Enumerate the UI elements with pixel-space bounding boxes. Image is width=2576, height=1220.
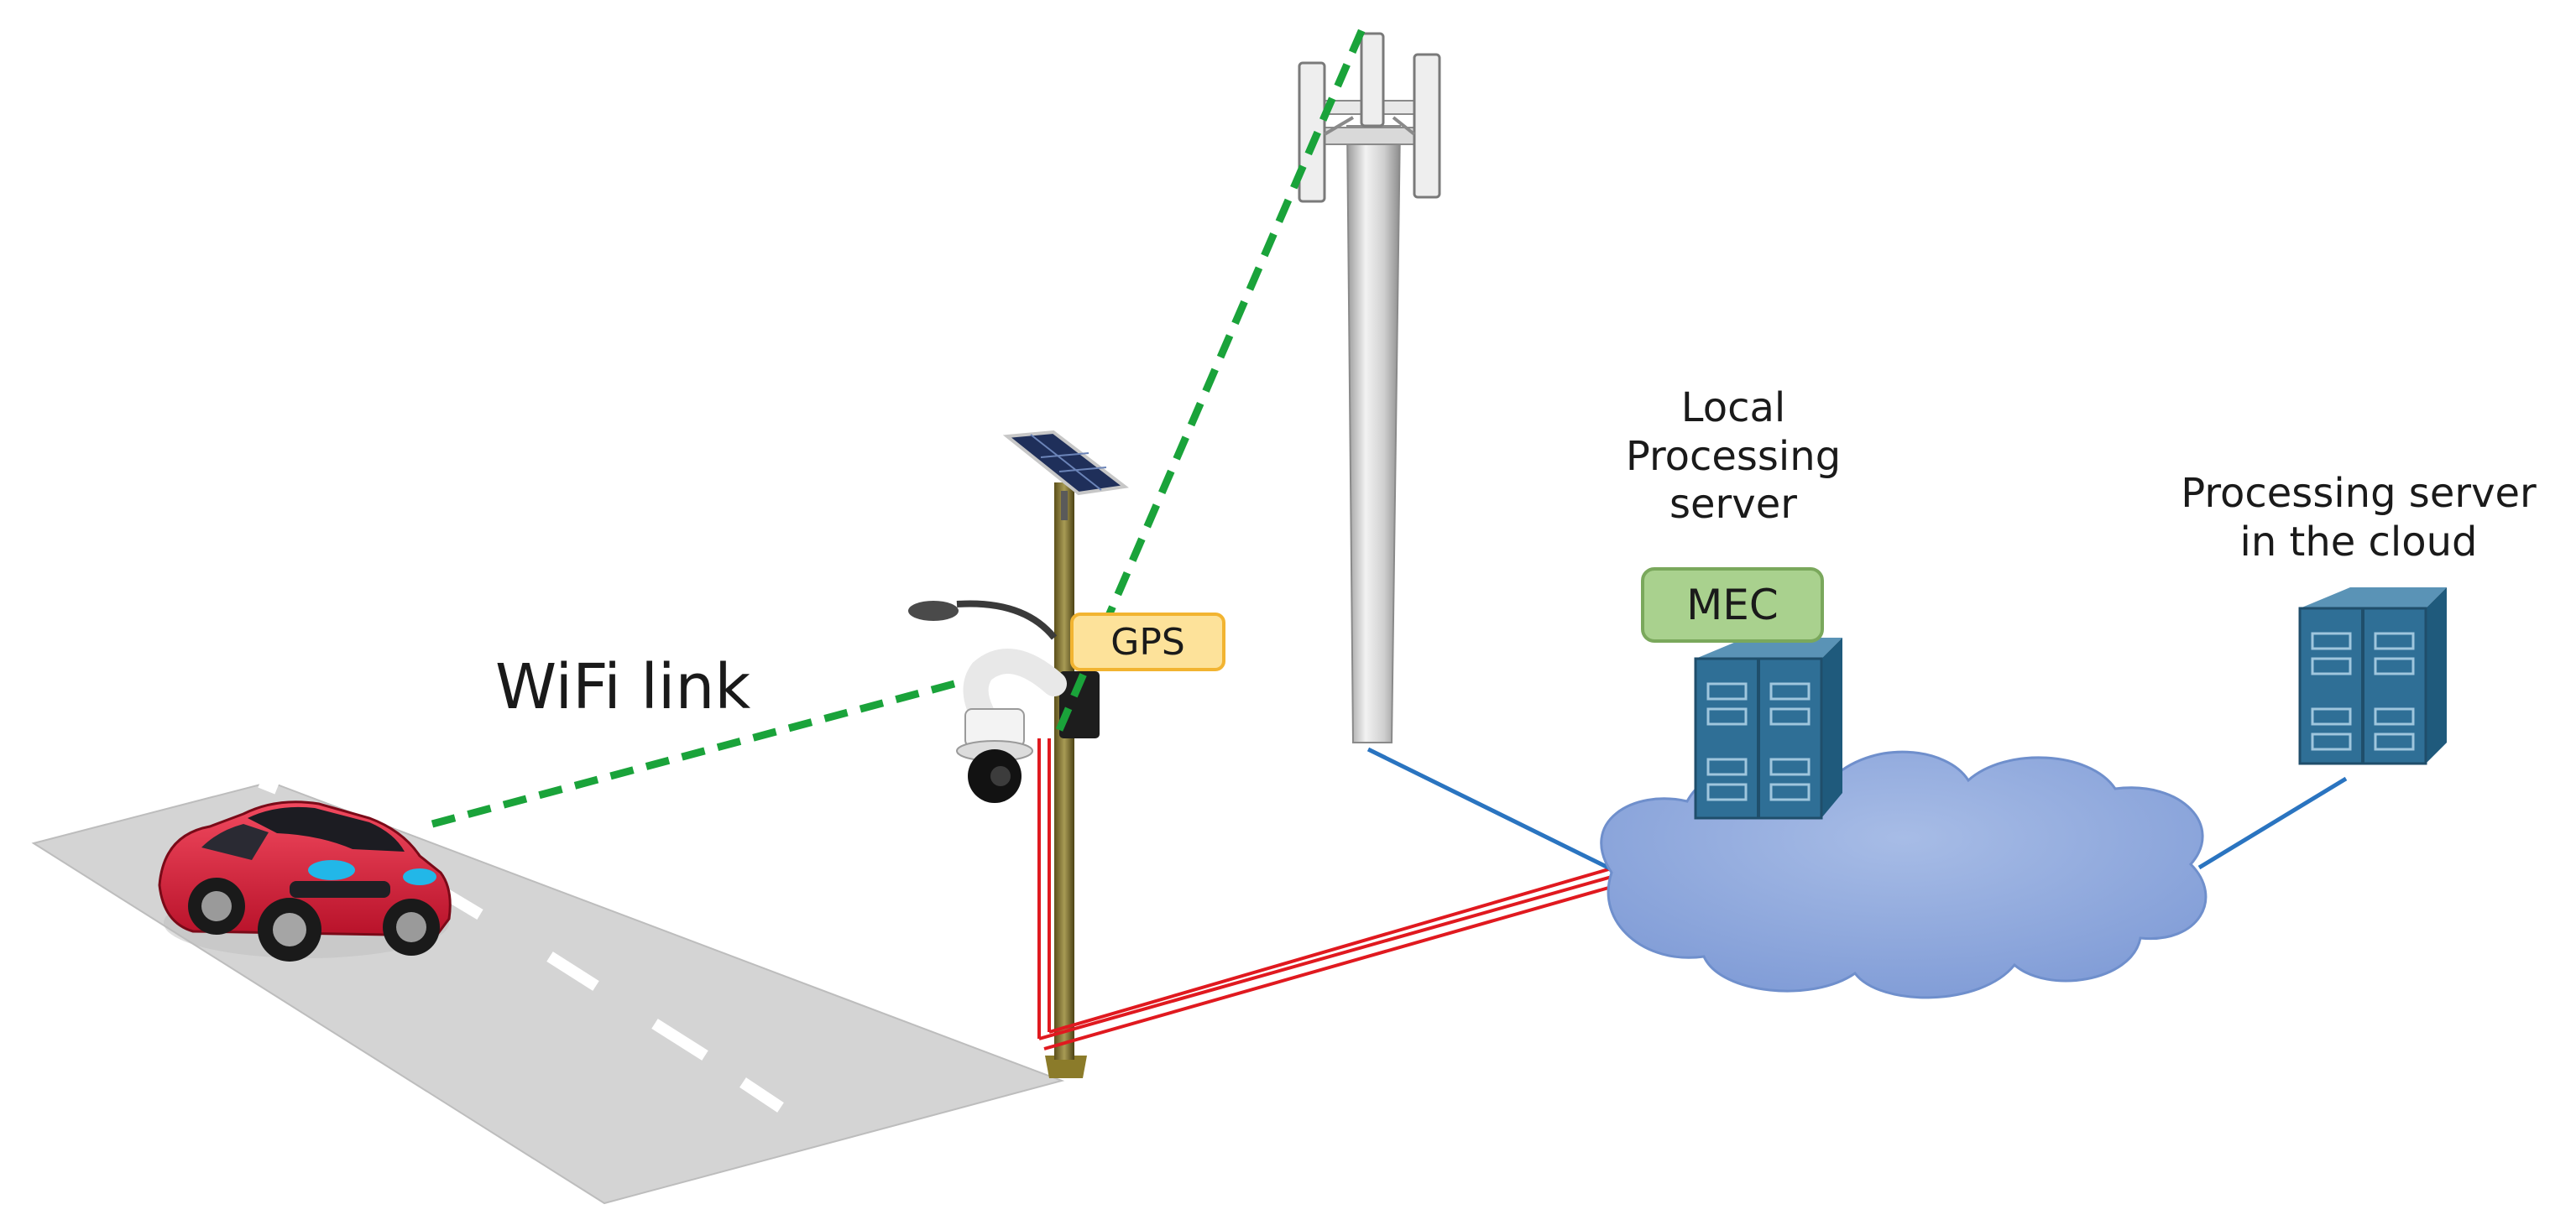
- fiber-link-line: [1037, 738, 1612, 1051]
- car-icon: [158, 800, 452, 962]
- local-server-label: Local Processing server: [1578, 384, 1889, 529]
- local-server-rack-icon: [1694, 638, 1842, 820]
- gps-label: GPS: [1110, 620, 1185, 664]
- local-server-label-line-3: server: [1669, 481, 1797, 529]
- local-server-label-line-1: Local: [1680, 384, 1786, 431]
- cloud-icon: [1600, 750, 2208, 999]
- wifi-link-label: WiFi link: [495, 651, 751, 723]
- street-lamp-icon: [908, 600, 1058, 640]
- wifi-link-line: [431, 677, 965, 828]
- solar-panel-icon: [1002, 430, 1129, 520]
- cloud-server-label-line-1: Processing server: [2181, 470, 2537, 517]
- mec-label: MEC: [1686, 581, 1779, 629]
- network-link-lines: [1366, 747, 2348, 871]
- street-pole: [908, 430, 1129, 1078]
- cloud-server-label-line-2: in the cloud: [2239, 518, 2478, 566]
- dome-camera-icon: [956, 649, 1067, 803]
- cell-tower-icon: [1298, 32, 1441, 743]
- cloud-server-label: Processing server in the cloud: [2157, 470, 2560, 566]
- local-server-label-line-2: Processing: [1625, 432, 1842, 480]
- cloud-server-rack-icon: [2298, 587, 2447, 765]
- gps-tag: GPS: [1070, 613, 1225, 671]
- mec-tag: MEC: [1641, 567, 1824, 643]
